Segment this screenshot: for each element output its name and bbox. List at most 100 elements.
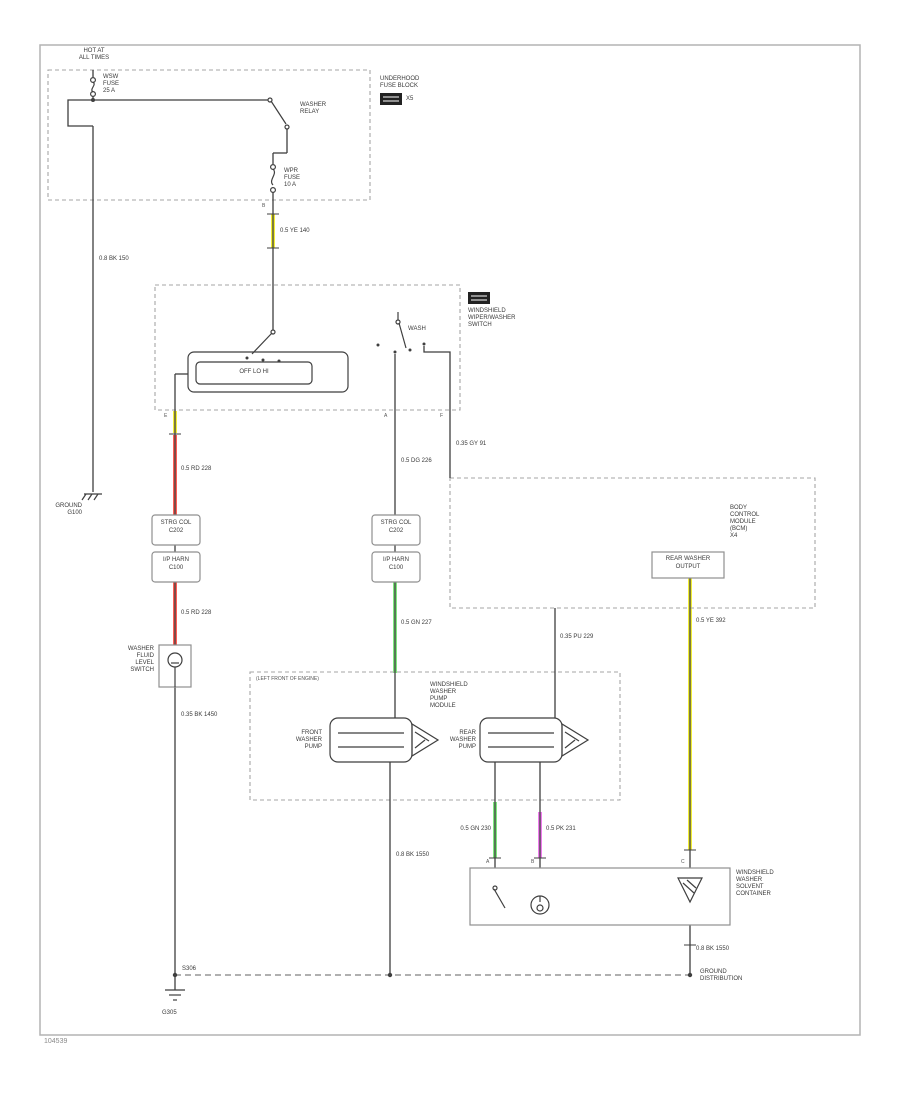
splice-right — [687, 972, 693, 978]
washer-pump-module-box — [249, 671, 621, 801]
g100-label-line2: G100 — [67, 510, 82, 516]
reservoir-label-line4: CONTAINER — [736, 891, 771, 897]
wire-label-green2: 0.5 GN 230 — [460, 826, 491, 832]
conn-b1-line1: STRG COL — [380, 520, 412, 526]
fuse-block-connector-icon — [380, 93, 402, 105]
level-switch-label-line1: WASHER — [127, 646, 154, 652]
bcm-input-wire — [423, 346, 451, 478]
g100-ground-symbol — [81, 493, 102, 501]
rear-pump-label-line2: WASHER — [449, 737, 476, 743]
front-pump-label-line3: PUMP — [304, 744, 322, 750]
fuse-block-terminal: B — [262, 203, 266, 209]
bcm-label-line4: (BCM) — [730, 526, 748, 532]
g100-label-line1: GROUND — [55, 503, 82, 509]
wire-label-green: 0.5 GN 227 — [401, 620, 432, 626]
symbols — [81, 76, 731, 1001]
wire-label-bcm-in: 0.35 GY 91 — [456, 441, 487, 447]
fuse-node — [91, 98, 95, 102]
switch-connector-icon — [468, 292, 490, 304]
fuse2-label-line1: WPR — [284, 168, 298, 174]
reservoir-label-line1: WINDSHIELD — [736, 870, 774, 876]
bcm-label-line1: BODY — [730, 505, 748, 511]
ground-distribution-run — [91, 98, 693, 978]
fuse2-label-line3: 10 A — [284, 182, 297, 188]
wiper-washer-switch-box — [154, 284, 461, 411]
bcm-label-line5: X4 — [730, 533, 738, 539]
page-border — [39, 44, 861, 1036]
s306-label: S306 — [182, 966, 197, 972]
wire-label-feed: 0.5 YE 140 — [280, 228, 310, 234]
wire-label-blk2: 0.8 BK 1550 — [396, 852, 430, 858]
switch-positions-label: OFF LO HI — [239, 369, 269, 375]
hot-label-line2: ALL TIMES — [78, 55, 110, 61]
wire-label-red2: 0.5 RD 228 — [181, 610, 212, 616]
conn-a1-line1: STRG COL — [160, 520, 192, 526]
splice-mid — [387, 972, 393, 978]
g305-ground-symbol — [165, 989, 185, 1001]
pump-module-title-line2: WASHER — [430, 689, 457, 695]
bcm-label-line3: MODULE — [730, 519, 756, 525]
switch-terminal-right: F — [440, 413, 444, 419]
front-pump-symbol — [329, 717, 440, 763]
fuse1-label-line1: WSW — [103, 74, 119, 80]
reservoir-label-line2: WASHER — [736, 877, 763, 883]
connector-pass-boxes — [151, 514, 421, 583]
g305-label: G305 — [162, 1010, 177, 1016]
fuse-block-title-line2: FUSE BLOCK — [380, 83, 419, 89]
reservoir-box-symbol — [469, 867, 731, 926]
front-pump-label-line1: FRONT — [301, 730, 322, 736]
rear-pump-label-line1: REAR — [459, 730, 476, 736]
reservoir-label-line3: SOLVENT — [736, 884, 764, 890]
figure-number: 104539 — [44, 1038, 68, 1045]
hot-label-line1: HOT AT — [83, 48, 105, 54]
fuse2-label-line2: FUSE — [284, 175, 301, 181]
wire-label-pink: 0.5 PK 231 — [546, 826, 576, 832]
level-switch-symbol — [158, 644, 192, 688]
fuse-block-title-line1: UNDERHOOD — [380, 76, 420, 82]
front-pump-label-line2: WASHER — [295, 737, 322, 743]
washer-switch-symbol — [187, 329, 349, 393]
conn-a1-line2: C202 — [168, 528, 184, 534]
bcm-output-label-line1: REAR WASHER — [665, 556, 711, 562]
wire-label-red: 0.5 RD 228 — [181, 466, 212, 472]
pump-module-title-line4: MODULE — [430, 703, 456, 709]
reservoir-terminal-c: C — [681, 859, 685, 865]
fuse1-label-line2: FUSE — [103, 81, 120, 87]
fusible-link-loop — [67, 99, 93, 127]
relay-label-line1: WASHER — [300, 102, 327, 108]
wire-label-batt: 0.8 BK 150 — [99, 256, 129, 262]
pump-module-title-line3: PUMP — [430, 696, 448, 702]
fuse1-label-line3: 25 A — [103, 88, 116, 94]
colored-wire-segments — [173, 214, 692, 858]
connector-ticks — [169, 213, 696, 946]
splice-s306 — [172, 972, 178, 978]
switch-title-line3: SWITCH — [468, 322, 492, 328]
level-switch-label-line2: FLUID — [136, 653, 154, 659]
ground-right-label-line2: DISTRIBUTION — [700, 976, 743, 982]
conn-a2-line2: C100 — [168, 565, 184, 571]
conn-b2-line2: C100 — [388, 565, 404, 571]
reservoir-terminal-b: B — [531, 859, 535, 865]
wash-label: WASH — [408, 326, 426, 332]
level-switch-label-line4: SWITCH — [130, 667, 154, 673]
fuse2-symbol — [270, 164, 277, 194]
pump-module-note: (LEFT FRONT OF ENGINE) — [256, 676, 319, 682]
switch-terminal-left: E — [164, 413, 168, 419]
component-boxes — [47, 69, 816, 801]
switch-title-line2: WIPER/WASHER — [468, 315, 516, 321]
bcm-output-label-line2: OUTPUT — [675, 564, 701, 570]
fuse1-symbol — [89, 76, 96, 97]
reservoir-terminal-a: A — [486, 859, 490, 865]
bcm-box — [449, 477, 816, 609]
washer-relay-symbol — [267, 97, 290, 130]
conn-a2-line1: I/P HARN — [163, 557, 189, 563]
wire-label-bcm-out: 0.35 PU 229 — [560, 634, 594, 640]
wiper-switch-symbol — [376, 312, 426, 354]
conn-b2-line1: I/P HARN — [383, 557, 409, 563]
wire-label-yellow: 0.5 YE 392 — [696, 618, 726, 624]
pump-module-title-line1: WINDSHIELD — [430, 682, 468, 688]
rear-pump-label-line3: PUMP — [458, 744, 476, 750]
relay-label-line2: RELAY — [300, 109, 320, 115]
